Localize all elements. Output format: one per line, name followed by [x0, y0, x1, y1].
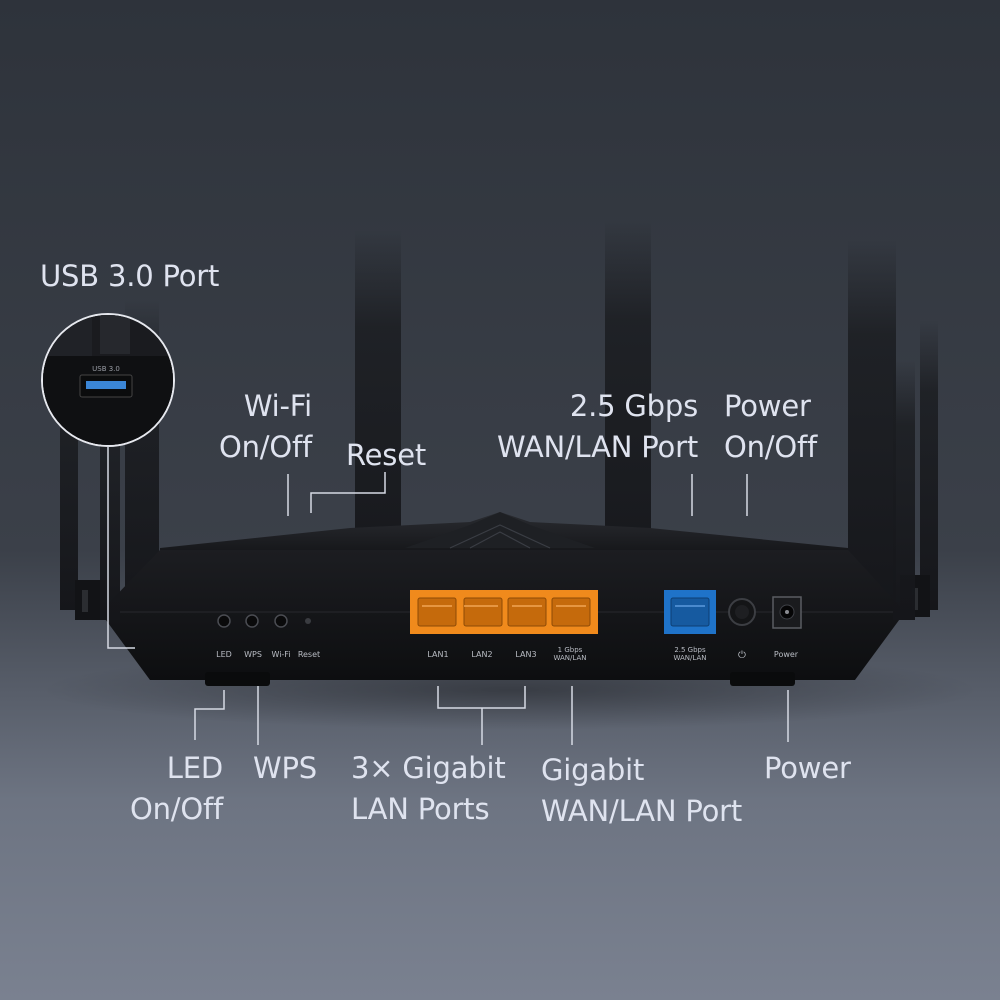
device-label-lan3: LAN3	[515, 650, 536, 659]
leader-lines	[107, 446, 789, 745]
device-label-wifi: Wi-Fi	[271, 650, 290, 659]
device-label-wps: WPS	[244, 650, 262, 659]
gigabit-wan-port	[551, 597, 591, 627]
led-leader	[194, 690, 225, 740]
device-label-1gbps: 1 Gbps	[558, 646, 583, 654]
reset-button	[305, 618, 311, 624]
wps-label: WPS	[253, 751, 317, 785]
device-label-25gbps: 2.5 Gbps	[674, 646, 706, 654]
lan3-port	[507, 597, 547, 627]
lan1-port	[417, 597, 457, 627]
usb-leader	[107, 446, 135, 649]
device-label-lan1: LAN1	[427, 650, 448, 659]
router-foot	[730, 672, 795, 686]
wifi-onoff-label: Wi-Fi On/Off	[218, 389, 312, 464]
wan25-port-label: 2.5 Gbps WAN/LAN Port	[496, 389, 698, 464]
power-label: Power	[764, 751, 851, 785]
reset-leader	[310, 472, 386, 513]
device-label-power: Power	[774, 650, 799, 659]
wps-button	[245, 614, 259, 628]
wan25-port	[670, 597, 710, 627]
lan2-port	[463, 597, 503, 627]
device-label-wanlan-2: WAN/LAN	[673, 654, 706, 662]
lan-ports-label: 3× Gigabit LAN Ports	[351, 751, 506, 826]
antenna	[848, 240, 896, 620]
usb-port-label: USB 3.0 Port	[40, 259, 220, 293]
router-foot	[205, 672, 270, 686]
power-onoff-label: Power On/Off	[724, 389, 818, 464]
reset-label: Reset	[346, 438, 427, 472]
device-label-wanlan-1: WAN/LAN	[553, 654, 586, 662]
device-label-reset: Reset	[298, 650, 320, 659]
led-onoff-label: LED On/Off	[129, 751, 223, 826]
led-button	[217, 614, 231, 628]
device-label-usb: USB 3.0	[92, 365, 120, 373]
antenna	[893, 360, 915, 620]
device-label-power-symbol: ⏻	[738, 650, 746, 661]
wifi-button	[274, 614, 288, 628]
antenna	[920, 320, 938, 610]
gigabit-wan-port-label: Gigabit WAN/LAN Port	[541, 753, 743, 828]
usb-zoom-inset: USB 3.0	[41, 313, 175, 447]
lan-leader	[437, 686, 526, 745]
device-label-lan2: LAN2	[471, 650, 492, 659]
device-label-led: LED	[216, 650, 232, 659]
